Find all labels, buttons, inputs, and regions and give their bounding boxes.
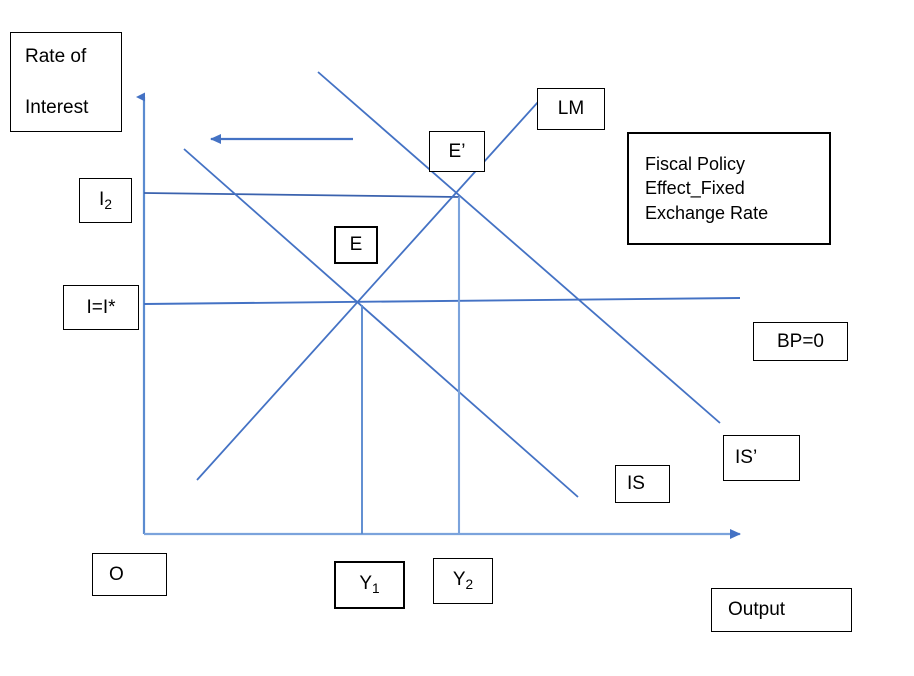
is-curve-label-text: IS [627,473,645,495]
y-axis-label-box: Rate of Interest [10,32,122,132]
output-y1-label-box: Y1 [334,561,405,609]
is-curve-label-box: IS [615,465,670,503]
is-curve-line [183,148,579,498]
interest-i-star-label-text: I=I* [86,296,116,318]
lm-curve-label-text: LM [557,98,585,120]
x-axis-label-box: Output [711,588,852,632]
interest-i2-label-text: I2 [99,188,112,212]
origin-label-text: O [109,563,124,585]
x-axis-label-text: Output [728,599,786,621]
y-axis-label-text: Rate of Interest [25,45,89,118]
bp-curve-label-text: BP=0 [776,330,824,352]
output-y2-label-text: Y2 [452,569,474,593]
origin-label-box: O [92,553,167,596]
equilibrium-e-prime-label-box: E’ [429,131,485,172]
lm-curve-line [196,101,539,481]
interest-i2-label-box: I2 [79,178,132,223]
figure-title-text: Fiscal Policy Effect_Fixed Exchange Rate [645,154,769,223]
output-y1-label-text: Y1 [359,573,380,597]
equilibrium-e-prime-label-text: E’ [448,140,466,162]
bp-curve-line [143,297,741,305]
equilibrium-e-label-box: E [334,226,378,264]
is-prime-curve-label-box: IS’ [723,435,800,481]
bp-curve-label-box: BP=0 [753,322,848,361]
figure-title-box: Fiscal Policy Effect_Fixed Exchange Rate [627,132,831,245]
is-prime-curve-label-text: IS’ [735,447,758,469]
is-prime-curve-line [317,71,721,424]
lm-curve-label-box: LM [537,88,605,130]
equilibrium-e-label-text: E [349,234,363,256]
interest-level-i2-line [143,192,460,198]
output-y2-label-box: Y2 [433,558,493,604]
interest-i-star-label-box: I=I* [63,285,139,330]
